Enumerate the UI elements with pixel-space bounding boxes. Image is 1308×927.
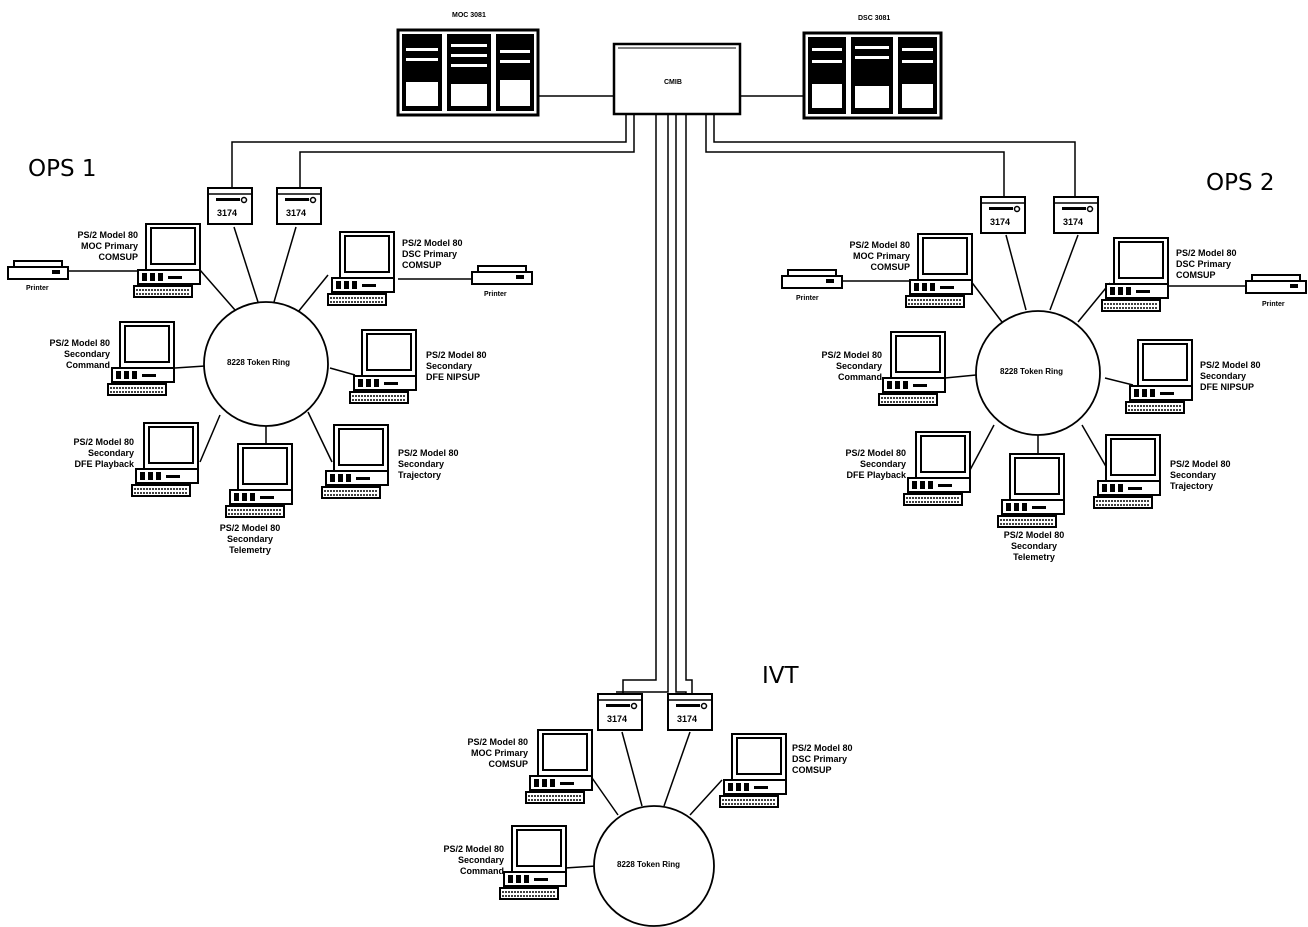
ops2-title: OPS 2 [1206,170,1275,196]
ops2-printer-right [1246,275,1306,293]
dsc-3081-label: DSC 3081 [858,15,890,22]
ops2-controller-b [1054,197,1098,233]
ivt-moc-primary-pc [526,730,592,803]
ops1-ring-label: 8228 Token Ring [227,357,290,368]
moc-3081-label: MOC 3081 [452,12,486,19]
ops2-secondary-command-pc [879,332,945,405]
ivt-controller-a-label: 3174 [607,714,627,724]
ops1-controller-a [208,188,252,224]
ops1-secondary-nipsup-pc [350,330,416,403]
ops2-moc-primary-pc [906,234,972,307]
ops1-dsc-primary-pc [328,232,394,305]
ivt-ring-label: 8228 Token Ring [617,859,680,870]
ops1-controller-a-label: 3174 [217,208,237,218]
ivt-controller-b-label: 3174 [677,714,697,724]
ivt-network [500,694,786,926]
dsc-3081-mainframe [804,33,941,118]
ops2-printer-left-label: Printer [796,295,819,302]
ops2-controller-a [981,197,1025,233]
ops1-printer-right-label: Printer [484,291,507,298]
ivt-title: IVT [762,663,799,689]
cmib-label: CMIB [664,79,682,86]
ops1-title: OPS 1 [28,156,97,182]
ivt-controller-b [668,694,712,730]
ops2-ring-label: 8228 Token Ring [1000,366,1063,377]
ops1-secondary-command-pc [108,322,174,395]
ops1-printer-left [8,261,68,279]
ops1-controller-b [277,188,321,224]
ops2-controller-b-label: 3174 [1063,217,1083,227]
ops2-secondary-trajectory-pc [1094,435,1160,508]
ops2-printer-right-label: Printer [1262,301,1285,308]
ops1-moc-primary-pc [134,224,200,297]
ops2-secondary-telemetry-pc [998,454,1064,527]
ops1-controller-b-label: 3174 [286,208,306,218]
ops2-secondary-nipsup-pc [1126,340,1192,413]
ops1-secondary-playback-pc [132,423,198,496]
ops2-controller-a-label: 3174 [990,217,1010,227]
ivt-dsc-primary-pc [720,734,786,807]
moc-3081-mainframe [398,30,538,115]
ops1-printer-left-label: Printer [26,285,49,292]
ivt-secondary-command-pc [500,826,566,899]
ops2-secondary-playback-pc [904,432,970,505]
ivt-controller-a [598,694,642,730]
ops1-printer-right [472,266,532,284]
ops2-dsc-primary-pc [1102,238,1168,311]
ops1-secondary-telemetry-pc [226,444,292,517]
